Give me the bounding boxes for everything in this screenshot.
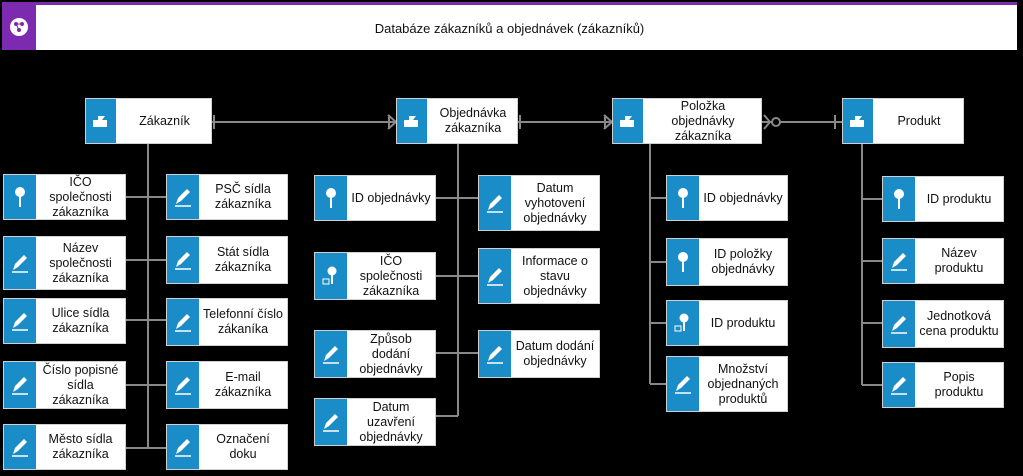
key-icon — [315, 176, 347, 220]
entity-polozka[interactable]: Položka objednávky zákazníka — [612, 98, 762, 144]
attribute-popis-produktu[interactable]: Popis produktu — [882, 362, 1004, 408]
attribute-polozka-id-objednavky[interactable]: ID objednávky — [666, 175, 788, 221]
pencil-icon — [479, 249, 511, 303]
entity-icon — [843, 99, 873, 143]
attribute-datum-dodani[interactable]: Datum dodání objednávky — [478, 330, 600, 378]
entity-icon — [613, 99, 643, 143]
key-icon — [667, 239, 699, 285]
key-icon — [883, 177, 915, 221]
attribute-zpusob-dodani[interactable]: Způsob dodání objednávky — [314, 330, 436, 378]
attribute-id-polozky[interactable]: ID položky objednávky — [666, 238, 788, 286]
pencil-icon — [167, 362, 199, 408]
attribute-email[interactable]: E-mail zákazníka — [166, 361, 288, 409]
attribute-stat-sidla[interactable]: Stát sídla zákazníka — [166, 236, 288, 284]
attribute-ico-spolecnosti[interactable]: IČO společnosti zákazníka — [3, 174, 126, 220]
attribute-oznaceni-doku[interactable]: Označení doku — [166, 424, 288, 470]
foreign-key-icon — [667, 301, 699, 345]
diagram-icon — [10, 18, 28, 36]
pencil-icon — [167, 237, 199, 283]
entity-objednavka[interactable]: Objednávka zákazníka — [396, 98, 518, 144]
pencil-icon — [4, 425, 36, 469]
entity-zakaznik[interactable]: Zákazník — [85, 98, 212, 144]
pencil-icon — [167, 299, 199, 345]
pencil-icon — [167, 425, 199, 469]
attribute-mesto-sidla[interactable]: Město sídla zákazníka — [3, 424, 126, 470]
key-icon — [667, 176, 699, 220]
attribute-id-objednavky[interactable]: ID objednávky — [314, 175, 436, 221]
diagram-title: Databáze zákazníků a objednávek (zákazní… — [374, 21, 645, 36]
pencil-icon — [4, 362, 36, 408]
key-icon — [4, 175, 36, 219]
attribute-nazev-spolecnosti[interactable]: Název společnosti zákazníka — [3, 236, 126, 290]
pencil-icon — [667, 357, 699, 411]
pencil-icon — [479, 331, 511, 377]
foreign-key-icon — [315, 253, 347, 299]
attribute-ulice-sidla[interactable]: Ulice sídla zákazníka — [3, 298, 126, 344]
attribute-polozka-id-produktu[interactable]: ID produktu — [666, 300, 788, 346]
attribute-informace-o-stavu[interactable]: Informace o stavu objednávky — [478, 248, 600, 304]
pencil-icon — [315, 399, 347, 445]
attribute-jednotkova-cena[interactable]: Jednotková cena produktu — [882, 300, 1004, 348]
pencil-icon — [883, 363, 915, 407]
attribute-telefonni-cislo[interactable]: Telefonní číslo zákaníka — [166, 298, 288, 346]
attribute-mnozstvi[interactable]: Množství objednaných produktů — [666, 356, 788, 412]
attribute-datum-uzavreni[interactable]: Datum uzavření objednávky — [314, 398, 436, 446]
diagram-icon-box — [2, 2, 36, 50]
pencil-icon — [479, 176, 511, 230]
pencil-icon — [4, 299, 36, 343]
attribute-datum-vyhotoveni[interactable]: Datum vyhotovení objednávky — [478, 175, 600, 231]
diagram-header: Databáze zákazníků a objednávek (zákazní… — [2, 2, 1017, 50]
pencil-icon — [315, 331, 347, 377]
attribute-psc-sidla[interactable]: PSČ sídla zákazníka — [166, 174, 288, 220]
attribute-ico-spolecnosti-fk[interactable]: IČO společnosti zákazníka — [314, 252, 436, 300]
attribute-cislo-popisne[interactable]: Číslo popisné sídla zákazníka — [3, 361, 126, 409]
attribute-nazev-produktu[interactable]: Název produktu — [882, 238, 1004, 284]
entity-icon — [397, 99, 427, 143]
entity-icon — [86, 99, 116, 143]
pencil-icon — [883, 239, 915, 283]
attribute-id-produktu[interactable]: ID produktu — [882, 176, 1004, 222]
pencil-icon — [4, 237, 36, 289]
pencil-icon — [167, 175, 199, 219]
pencil-icon — [883, 301, 915, 347]
entity-produkt[interactable]: Produkt — [842, 98, 964, 144]
